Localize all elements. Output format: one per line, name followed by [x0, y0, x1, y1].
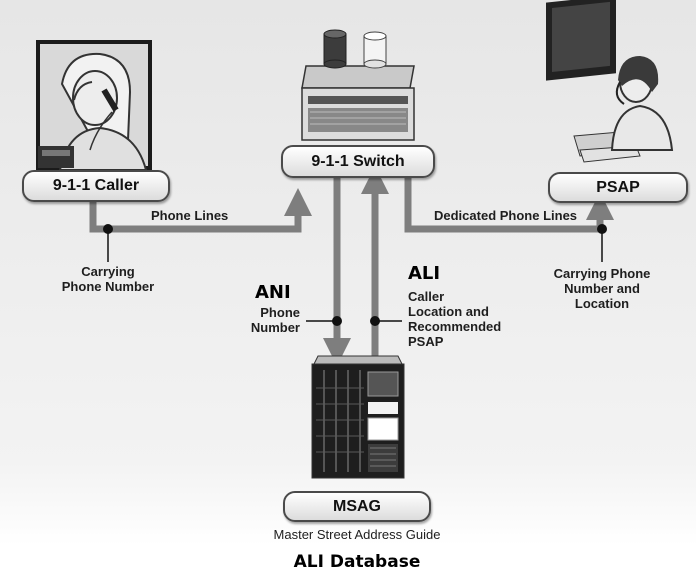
switch-label: 9-1-1 Switch: [311, 153, 405, 170]
ani-description: Phone Number: [250, 305, 300, 335]
footer-title: ALI Database: [293, 552, 421, 572]
psap-node: PSAP: [548, 172, 688, 203]
msag-node: MSAG: [283, 491, 431, 522]
database-illustration: [311, 355, 405, 479]
tap-dot-ali: [370, 316, 380, 326]
switch-illustration: [301, 29, 415, 141]
tap-dot-caller: [103, 224, 113, 234]
phone-lines-label: Phone Lines: [151, 208, 229, 223]
dedicated-line-switch-psap: [404, 178, 614, 233]
dedicated-phone-lines-label: Dedicated Phone Lines: [434, 208, 578, 223]
phone-line-caller-switch: [89, 188, 312, 233]
caller-node: 9-1-1 Caller: [22, 170, 170, 202]
msag-label: MSAG: [333, 498, 381, 515]
switch-node: 9-1-1 Switch: [281, 145, 435, 178]
ali-description: Caller Location and Recommended PSAP: [408, 289, 502, 349]
carrying-phone-number-label: Carrying Phone Number: [61, 264, 155, 294]
psap-label: PSAP: [596, 179, 640, 196]
msag-caption: Master Street Address Guide: [273, 527, 441, 542]
psap-illustration: [546, 0, 674, 163]
ali-title: ALI: [408, 263, 441, 284]
tap-dot-psap: [597, 224, 607, 234]
ani-title: ANI: [255, 282, 291, 303]
tap-dot-ani: [332, 316, 342, 326]
carrying-phone-number-location-label: Carrying Phone Number and Location: [553, 266, 651, 311]
caller-label: 9-1-1 Caller: [52, 177, 140, 194]
caller-illustration: [36, 40, 152, 171]
